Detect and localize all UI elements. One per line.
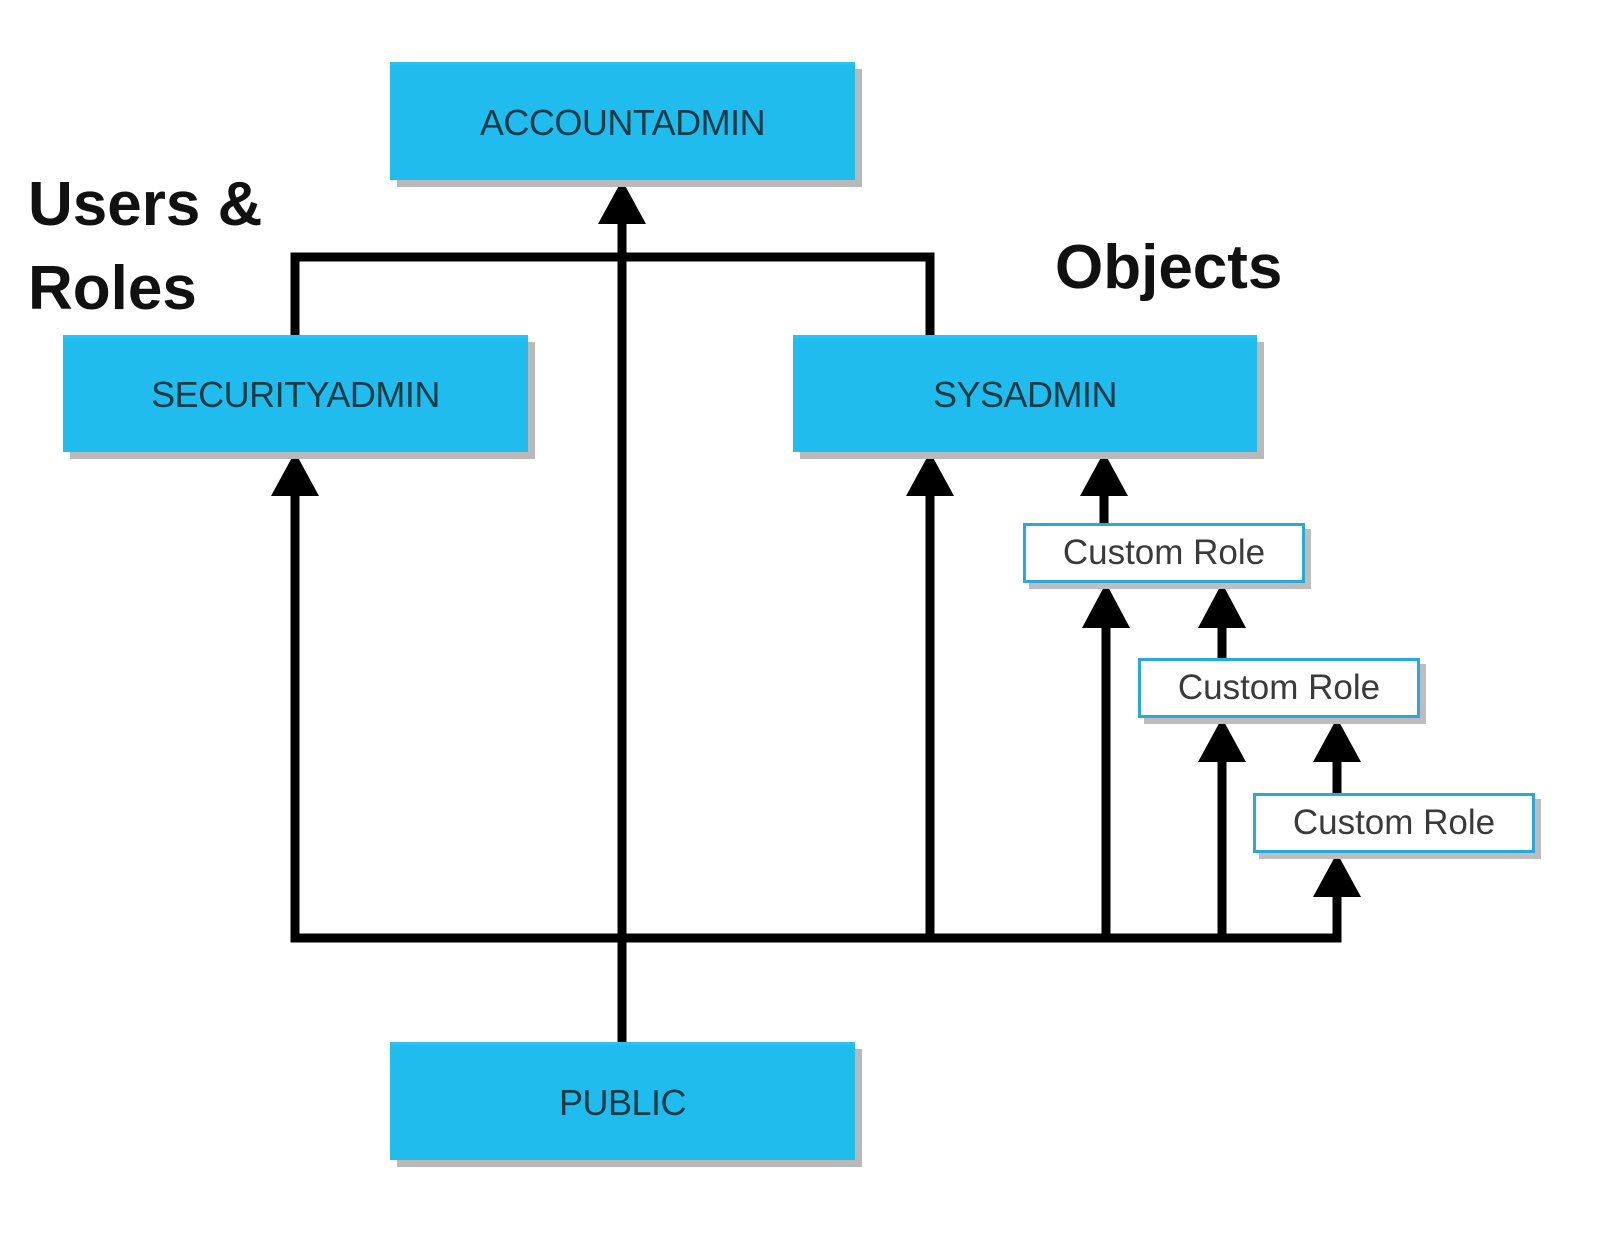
custom-role-3-label: Custom Role (1292, 803, 1496, 842)
connector-securityadmin-sysadmin-to-accountadmin (290, 252, 935, 335)
users-roles-heading: Users & Roles (28, 163, 262, 331)
arrowhead-icon (1313, 853, 1361, 897)
role-securityadmin[interactable]: SECURITYADMIN (63, 335, 528, 452)
connector-public-bus (290, 490, 1342, 943)
role-public-label: PUBLIC (558, 1081, 687, 1123)
arrowhead-icon (906, 452, 954, 496)
arrowhead-icon (598, 180, 646, 224)
arrowhead-icon (1198, 718, 1246, 762)
custom-role-1-label: Custom Role (1062, 533, 1266, 572)
users-roles-heading-line2: Roles (28, 254, 197, 323)
objects-heading: Objects (1055, 233, 1283, 302)
role-public[interactable]: PUBLIC (390, 1042, 855, 1160)
role-sysadmin[interactable]: SYSADMIN (793, 335, 1257, 452)
custom-role-2[interactable]: Custom Role (1138, 658, 1420, 718)
role-sysadmin-label: SYSADMIN (932, 374, 1118, 415)
arrowhead-icon (1313, 718, 1361, 762)
custom-role-3[interactable]: Custom Role (1253, 793, 1535, 853)
arrowhead-icon (1080, 452, 1128, 496)
custom-role-1[interactable]: Custom Role (1023, 523, 1305, 583)
arrowhead-icon (1198, 583, 1246, 628)
arrowhead-icon (271, 452, 319, 496)
users-roles-heading-line1: Users & (28, 170, 263, 239)
role-accountadmin-label: ACCOUNTADMIN (479, 101, 766, 143)
role-securityadmin-label: SECURITYADMIN (151, 374, 440, 415)
arrowhead-icon (1082, 583, 1130, 628)
role-accountadmin[interactable]: ACCOUNTADMIN (390, 62, 855, 180)
custom-role-2-label: Custom Role (1177, 668, 1381, 707)
